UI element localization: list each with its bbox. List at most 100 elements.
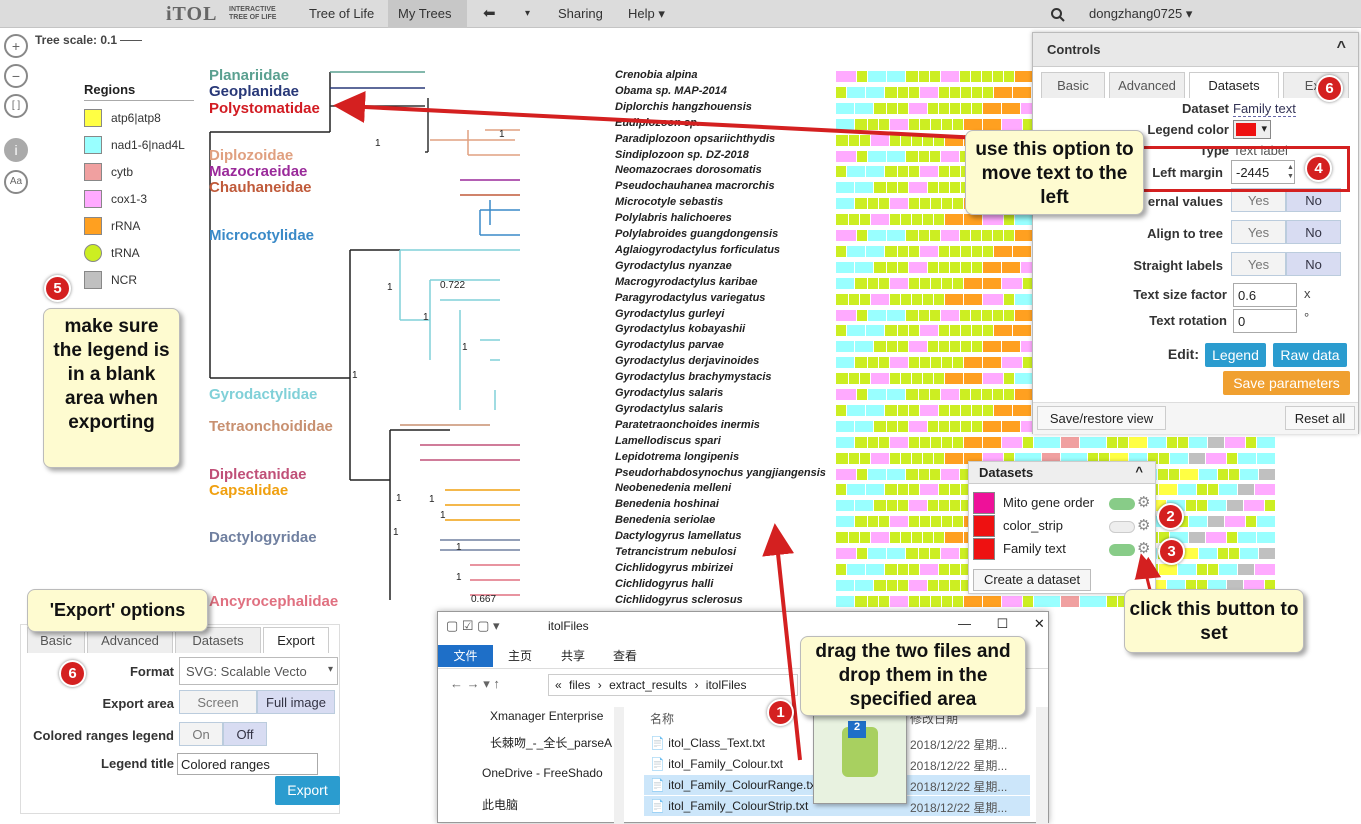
ribbon-file[interactable]: 文件 (438, 645, 493, 667)
gear-icon[interactable]: ⚙ (1137, 494, 1151, 511)
gene-block (919, 150, 929, 162)
text-rotation-label: Text rotation (1149, 313, 1227, 328)
text-rotation-input[interactable] (1233, 309, 1297, 333)
gene-block (836, 548, 856, 559)
colored-off[interactable]: Off (223, 722, 267, 746)
itol-logo[interactable]: iTOL (166, 3, 218, 25)
font-size-icon[interactable]: Aa (4, 170, 28, 194)
export-area-full[interactable]: Full image (257, 690, 335, 714)
history-dropdown-icon[interactable]: ▾ (525, 8, 531, 19)
text-size-input[interactable] (1233, 283, 1297, 307)
gene-block (879, 277, 889, 289)
legend-color-picker[interactable]: ▾ (1233, 120, 1271, 139)
file-row[interactable]: 📄 itol_Class_Text.txt (650, 736, 765, 750)
gene-block (1129, 436, 1147, 448)
gene-block (1004, 230, 1014, 241)
straight-yes[interactable]: Yes (1231, 252, 1286, 276)
explorer-quick-icons[interactable]: ▢ ☑ ▢ ▾ (446, 618, 500, 633)
gene-block (898, 182, 908, 194)
window-controls[interactable]: — ☐ ✕ (958, 616, 1045, 631)
dataset-color (973, 515, 995, 537)
ribbon-view[interactable]: 查看 (613, 649, 638, 663)
gene-block (971, 309, 981, 321)
reset-all-button[interactable]: Reset all (1285, 406, 1355, 430)
nav-pane-item[interactable]: 长棘吻_-_全长_parseA (490, 736, 613, 750)
save-parameters-button[interactable]: Save parameters (1223, 371, 1350, 395)
gene-block (836, 563, 846, 575)
nav-help[interactable]: Help ▾ (628, 6, 665, 21)
internal-values-yes[interactable]: Yes (1231, 188, 1286, 212)
file-list-scrollbar[interactable] (1036, 707, 1048, 824)
nav-my-trees[interactable]: My Trees (388, 0, 467, 28)
gene-block (898, 102, 908, 114)
tab-datasets[interactable]: Datasets (1189, 72, 1279, 98)
straight-no[interactable]: No (1286, 252, 1341, 276)
taxon-label: Cichlidogyrus sclerosus (615, 593, 743, 606)
gene-block (920, 404, 938, 416)
stepper-icon[interactable]: ▲▼ (1287, 164, 1294, 180)
nav-pane-item[interactable]: 此电脑 (482, 798, 519, 812)
tab-advanced[interactable]: Advanced (1109, 72, 1185, 98)
colored-on[interactable]: On (179, 722, 223, 746)
collapse-icon[interactable]: ^ (1135, 464, 1143, 479)
back-arrow-icon[interactable]: ⬅ (483, 5, 496, 22)
nav-tree-of-life[interactable]: Tree of Life (309, 6, 375, 21)
create-dataset-button[interactable]: Create a dataset (973, 569, 1091, 591)
legend-swatch (84, 271, 102, 289)
gene-block (1034, 595, 1060, 607)
gene-block (960, 71, 970, 82)
user-menu[interactable]: dongzhang0725 ▾ (1089, 6, 1193, 21)
format-select[interactable]: SVG: Scalable Vecto▾ (179, 657, 338, 685)
nav-pane-item[interactable]: OneDrive - FreeShado (482, 766, 603, 780)
gene-block (939, 404, 949, 416)
gear-icon[interactable]: ⚙ (1137, 517, 1151, 534)
nav-sharing[interactable]: Sharing (558, 6, 603, 21)
gene-block (1013, 86, 1031, 98)
ribbon-home[interactable]: 主页 (508, 649, 533, 663)
gene-block (1167, 579, 1185, 591)
legend-edit-button[interactable]: Legend (1205, 343, 1266, 367)
align-no[interactable]: No (1286, 220, 1341, 244)
column-name-header[interactable]: 名称 (650, 712, 675, 726)
gene-block (1206, 532, 1226, 544)
regions-legend[interactable]: Regions atp6|atp8 nad1-6|nad4L cytb cox1… (80, 78, 194, 293)
tab-basic[interactable]: Basic (1041, 72, 1105, 98)
file-row-selected[interactable]: 📄 itol_Family_ColourStrip.txt (650, 799, 809, 813)
file-row[interactable]: 📄 itol_Family_Colour.txt (650, 757, 783, 771)
gene-block (919, 548, 929, 559)
search-icon[interactable] (1040, 0, 1076, 28)
align-yes[interactable]: Yes (1231, 220, 1286, 244)
gene-block (923, 532, 933, 544)
legend-title-input[interactable] (177, 753, 318, 775)
ribbon-share[interactable]: 共享 (561, 649, 586, 663)
internal-values-no[interactable]: No (1286, 188, 1341, 212)
tab-export[interactable]: Export (263, 627, 329, 653)
address-bar[interactable]: « files › extract_results › itolFiles (548, 674, 798, 696)
dataset-toggle[interactable] (1109, 521, 1135, 533)
dataset-value[interactable]: Family text (1233, 101, 1296, 117)
dataset-toggle[interactable] (1109, 498, 1135, 510)
file-row-selected[interactable]: 📄 itol_Family_ColourRange.txt (650, 778, 820, 792)
zoom-out-icon[interactable]: − (4, 64, 28, 88)
zoom-fit-icon[interactable]: [ ] (4, 94, 28, 118)
gear-icon[interactable]: ⚙ (1137, 540, 1151, 557)
collapse-icon[interactable]: ^ (1336, 39, 1346, 56)
gene-block (847, 484, 865, 496)
raw-data-button[interactable]: Raw data (1273, 343, 1347, 367)
gene-block (923, 214, 933, 226)
nav-pane-item[interactable]: Xmanager Enterprise (490, 709, 604, 723)
export-area-screen[interactable]: Screen (179, 690, 257, 714)
gene-block (849, 532, 859, 544)
nav-pane-scrollbar[interactable] (614, 707, 624, 824)
gene-block (1186, 579, 1196, 591)
gene-block (898, 500, 908, 512)
nav-arrows-icon[interactable]: ← → ▾ ↑ (450, 676, 500, 691)
save-restore-view-button[interactable]: Save/restore view (1037, 406, 1166, 430)
gene-block (1021, 341, 1041, 353)
info-icon[interactable]: i (4, 138, 28, 162)
dataset-toggle[interactable] (1109, 544, 1135, 556)
gene-block (847, 166, 865, 178)
export-button[interactable]: Export (275, 776, 340, 805)
zoom-in-icon[interactable]: + (4, 34, 28, 58)
left-margin-input[interactable] (1231, 160, 1295, 184)
